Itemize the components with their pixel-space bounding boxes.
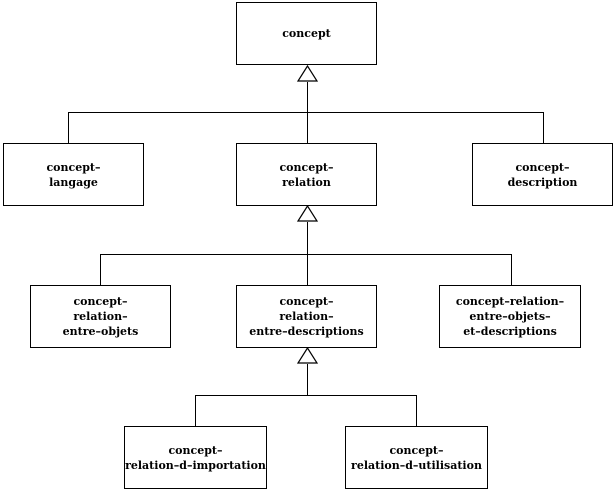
- box-label-line: relation–: [279, 310, 334, 323]
- box-label-line: et–descriptions: [463, 325, 557, 338]
- box-label-line: entre–objets: [62, 325, 139, 338]
- box-concept-relation-entre-descriptions: concept– relation– entre–descriptions: [236, 285, 377, 348]
- inheritance-arrow-concept: [296, 64, 319, 82]
- box-label-line: entre–descriptions: [249, 325, 364, 338]
- box-label-line: concept–: [515, 160, 570, 174]
- box-label-line: concept–relation–: [455, 295, 565, 308]
- box-label-line: relation–d–utilisation: [351, 458, 482, 472]
- box-concept-relation-d-importation: concept– relation–d–importation: [124, 426, 267, 489]
- box-label-line: relation: [282, 175, 331, 189]
- box-label-line: description: [507, 175, 578, 189]
- box-label-line: concept–: [279, 160, 334, 174]
- box-label-line: concept: [282, 27, 331, 40]
- inheritance-arrow-descriptions: [296, 346, 319, 364]
- box-label-line: relation–d–importation: [125, 458, 266, 472]
- box-concept-description: concept– description: [472, 143, 613, 206]
- box-concept-langage: concept– langage: [3, 143, 144, 206]
- inheritance-arrow-relation: [296, 204, 319, 222]
- box-concept-relation: concept– relation: [236, 143, 377, 206]
- box-label-line: langage: [49, 175, 98, 189]
- box-label-line: concept–: [168, 443, 223, 457]
- box-label-line: concept–: [73, 295, 128, 308]
- box-label-line: relation–: [73, 310, 128, 323]
- box-label-line: concept–: [46, 160, 101, 174]
- box-concept-relation-entre-objets-et-descriptions: concept–relation– entre–objets– et–descr…: [439, 285, 581, 348]
- box-label-line: entre–objets–: [469, 310, 551, 323]
- box-label-line: concept–: [279, 295, 334, 308]
- box-concept: concept: [236, 2, 377, 65]
- box-concept-relation-entre-objets: concept– relation– entre–objets: [30, 285, 171, 348]
- box-label-line: concept–: [389, 443, 444, 457]
- box-concept-relation-d-utilisation: concept– relation–d–utilisation: [345, 426, 488, 489]
